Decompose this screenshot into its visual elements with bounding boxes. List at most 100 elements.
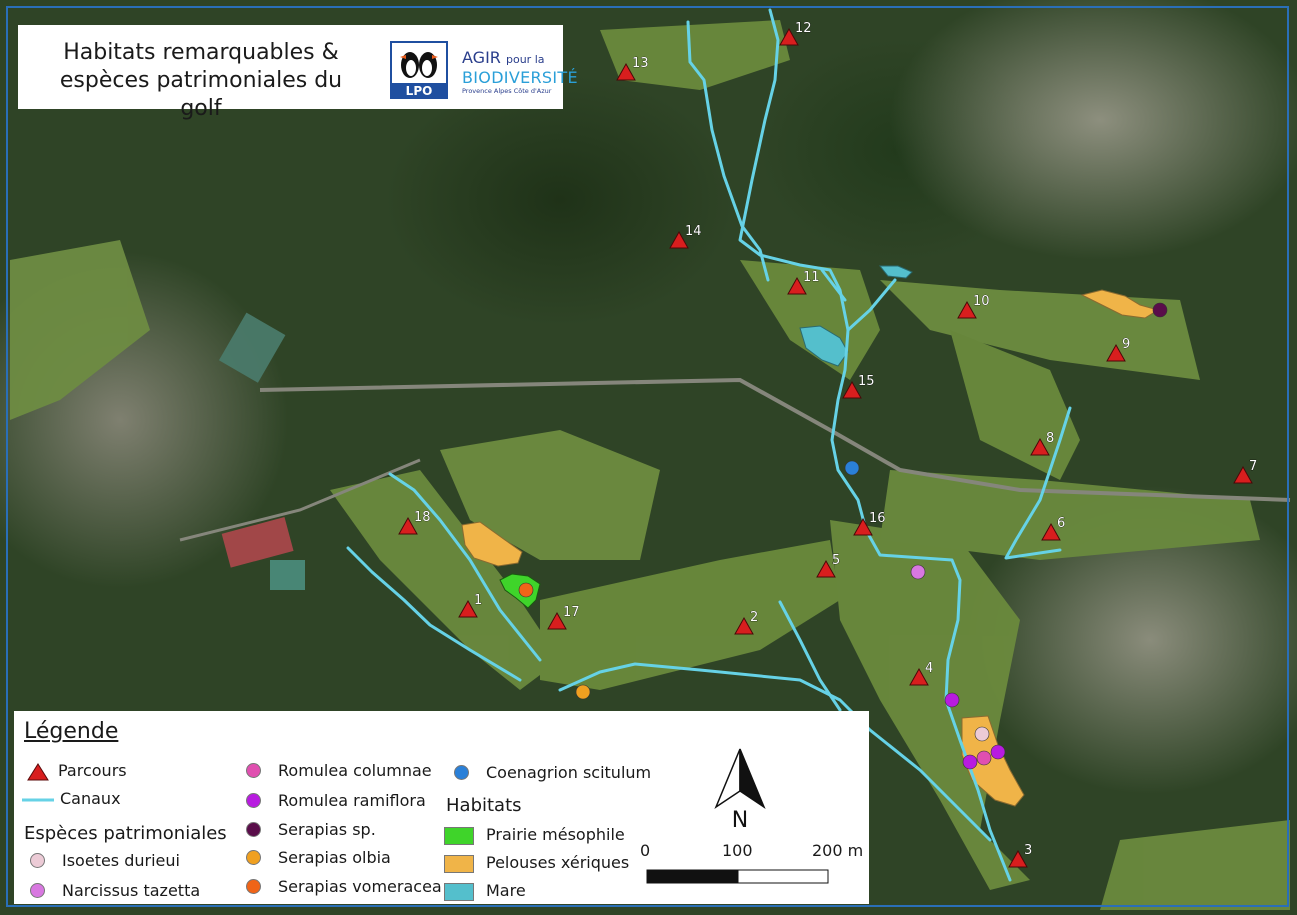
agir-logo-agir: AGIR (462, 48, 501, 67)
map-title: Habitats remarquables & espèces patrimon… (36, 39, 366, 123)
agir-logo-biodiversite: BIODIVERSITÉ (462, 68, 578, 87)
parcours-marker-11: 11 (787, 270, 820, 295)
species-points (518, 302, 1168, 770)
parcours-triangle-icon (787, 276, 807, 295)
parcours-triangle-icon (1008, 849, 1028, 868)
parcours-marker-1: 1 (458, 593, 483, 618)
serapias-olbia-dot (246, 850, 261, 865)
parcours-label: 6 (1057, 516, 1065, 531)
agir-logo-region: Provence Alpes Côte d'Azur (462, 87, 552, 95)
parcours-marker-9: 9 (1106, 337, 1131, 362)
parcours-label: 18 (414, 510, 431, 525)
point-narcissus-tazetta (910, 564, 926, 580)
parcours-label: 2 (750, 610, 758, 625)
habitat-mare (878, 265, 913, 279)
parcours-label: 17 (563, 605, 580, 620)
point-romulea-ramiflora (962, 754, 978, 770)
point-serapias-vomeracea (518, 582, 534, 598)
parcours-triangle-icon (909, 667, 929, 686)
point-romulea-ramiflora (990, 744, 1006, 760)
parcours-triangle-icon (957, 300, 977, 319)
parcours-triangle-icon (853, 517, 873, 536)
parcours-marker-17: 17 (547, 605, 580, 630)
parcours-marker-5: 5 (816, 553, 841, 578)
parcours-label: 7 (1249, 459, 1257, 474)
lpo-logo: LPO (390, 41, 448, 99)
point-isoetes-durieui (974, 726, 990, 742)
lpo-logo-label: LPO (406, 84, 433, 98)
parcours-triangle-icon (458, 599, 478, 618)
parcours-marker-10: 10 (957, 294, 990, 319)
parcours-triangle-icon (1030, 437, 1050, 456)
scale-bar-graphic (646, 869, 829, 884)
parcours-marker-15: 15 (842, 374, 875, 399)
agir-logo: AGIR pour la BIODIVERSITÉ Provence Alpes… (462, 48, 578, 96)
parcours-label: 3 (1024, 843, 1032, 858)
parcours-triangle-icon (547, 611, 567, 630)
romulea-ramiflora-dot (246, 793, 261, 808)
romulea-columnae-dot (246, 763, 261, 778)
parcours-label: 8 (1046, 431, 1054, 446)
parcours-triangle-icon (842, 380, 862, 399)
parcours-marker-2: 2 (734, 610, 759, 635)
parcours-marker-6: 6 (1041, 516, 1066, 541)
scale-label-100: 100 (722, 841, 753, 860)
parcours-triangle-icon (1041, 522, 1061, 541)
canal-line-icon (22, 798, 54, 802)
parcours-triangle-icon (398, 516, 418, 535)
north-arrow-icon: N (714, 748, 766, 831)
habitat-mare (799, 325, 849, 367)
parcours-marker-13: 13 (616, 56, 649, 81)
parcours-triangle-icon (816, 559, 836, 578)
title-box: Habitats remarquables & espèces patrimon… (18, 25, 578, 121)
isoetes-durieui-dot (30, 853, 45, 868)
parcours-label: 16 (869, 511, 886, 526)
parcours-triangle-icon (1233, 465, 1253, 484)
point-romulea-columnae (976, 750, 992, 766)
serapias-sp-dot (246, 822, 261, 837)
agir-logo-pour: pour la (506, 53, 545, 66)
parcours-marker-12: 12 (779, 21, 812, 46)
parcours-label: 10 (973, 294, 990, 309)
point-serapias-olbia (575, 684, 591, 700)
legend-species-heading: Espèces patrimoniales (24, 823, 227, 844)
pelouses-xeriques-swatch (444, 855, 474, 873)
parcours-triangle-icon (616, 62, 636, 81)
parcours-triangle-icon (779, 27, 799, 46)
parcours-marker-16: 16 (853, 511, 886, 536)
mare-swatch (444, 883, 474, 901)
parcours-label: 11 (803, 270, 820, 285)
parcours-triangle-icon (734, 616, 754, 635)
parcours-label: 1 (474, 593, 482, 608)
legend-title: Légende (24, 719, 119, 744)
parcours-triangle-icon (1106, 343, 1126, 362)
parcours-triangle-icon (669, 230, 689, 249)
serapias-vomeracea-dot (246, 879, 261, 894)
coenagrion-scitulum-dot (454, 765, 469, 780)
legend: Légende Parcours Canaux Espèces patrimon… (14, 711, 869, 904)
parcours-label: 9 (1122, 337, 1130, 352)
legend-habitats-heading: Habitats (446, 795, 522, 816)
parcours-label: 15 (858, 374, 875, 389)
parcours-marker-14: 14 (669, 224, 702, 249)
parcours-marker-8: 8 (1030, 431, 1055, 456)
habitat-pelouses-xeriques (461, 521, 523, 567)
map-title-line2: espèces patrimoniales du golf (59, 68, 343, 121)
parcours-label: 4 (925, 661, 933, 676)
parcours-label: 14 (685, 224, 702, 239)
parcours-label: 5 (832, 553, 840, 568)
parcours-marker-18: 18 (398, 510, 431, 535)
parcours-marker-4: 4 (909, 661, 934, 686)
scale-label-0: 0 (640, 841, 651, 860)
point-serapias-sp (1152, 302, 1168, 318)
parcours-label: 12 (795, 21, 812, 36)
point-coenagrion-scitulum (844, 460, 860, 476)
north-label: N (732, 808, 748, 831)
narcissus-tazetta-dot (30, 883, 45, 898)
parcours-triangle-icon (27, 763, 49, 781)
parcours-marker-3: 3 (1008, 843, 1033, 868)
parcours-marker-7: 7 (1233, 459, 1258, 484)
